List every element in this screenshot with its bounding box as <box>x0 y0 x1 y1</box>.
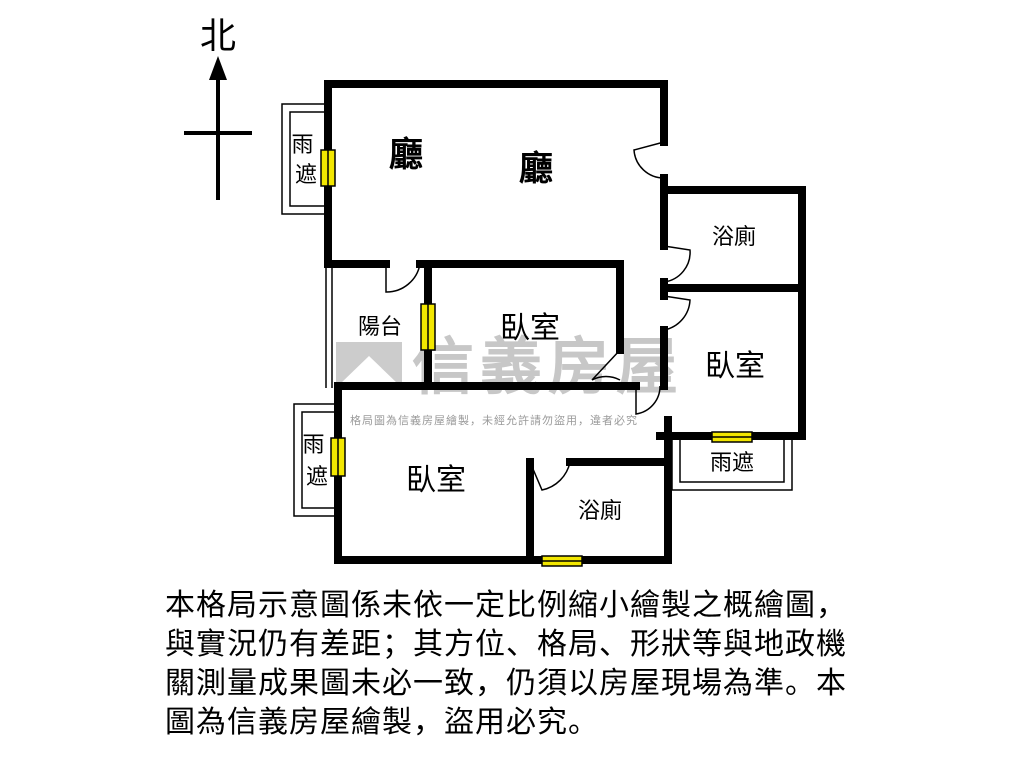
label-bath-top: 浴廁 <box>712 225 756 250</box>
watermark-notice: 格局圖為信義房屋繪製，未經允許請勿盜用，違者必究 <box>350 413 638 427</box>
label-canopy-bottom-left: 雨 遮 <box>302 433 331 490</box>
disclaimer-text: 本格局示意圖係未依一定比例縮小繪製之概繪圖，與實況仍有差距；其方位、格局、形狀等… <box>165 588 847 740</box>
floor-plan: 北 信義房屋 格局圖為信義房屋繪製，未經允許請勿盜用，違者必究 <box>184 16 806 567</box>
watermark: 信義房屋 格局圖為信義房屋繪製，未經允許請勿盜用，違者必究 <box>336 330 684 427</box>
label-bedroom-bottom: 臥室 <box>406 463 466 498</box>
label-bedroom-right: 臥室 <box>705 349 765 384</box>
watermark-brand: 信義房屋 <box>412 330 684 403</box>
balcony-outline <box>325 266 333 388</box>
canopy-outlines <box>281 103 793 517</box>
label-canopy-top-left: 雨 遮 <box>291 133 320 188</box>
canopy-bottom-left-char-2: 遮 <box>306 465 328 490</box>
windows <box>320 149 753 567</box>
label-bedroom-middle: 臥室 <box>500 311 560 346</box>
canopy-top-left-char-1: 雨 <box>291 133 313 158</box>
canopy-bottom-left-char-1: 雨 <box>302 433 324 458</box>
label-canopy-right: 雨遮 <box>710 451 754 476</box>
label-living-1: 廳 <box>389 135 423 175</box>
canopy-top-left-char-2: 遮 <box>295 163 317 188</box>
label-living-2: 廳 <box>519 149 553 189</box>
house-logo-icon <box>336 342 402 388</box>
label-balcony: 陽台 <box>358 315 402 340</box>
doors <box>385 141 691 491</box>
north-label: 北 <box>200 16 236 57</box>
north-arrow-icon <box>184 56 252 200</box>
label-bath-bottom: 浴廁 <box>578 499 622 524</box>
